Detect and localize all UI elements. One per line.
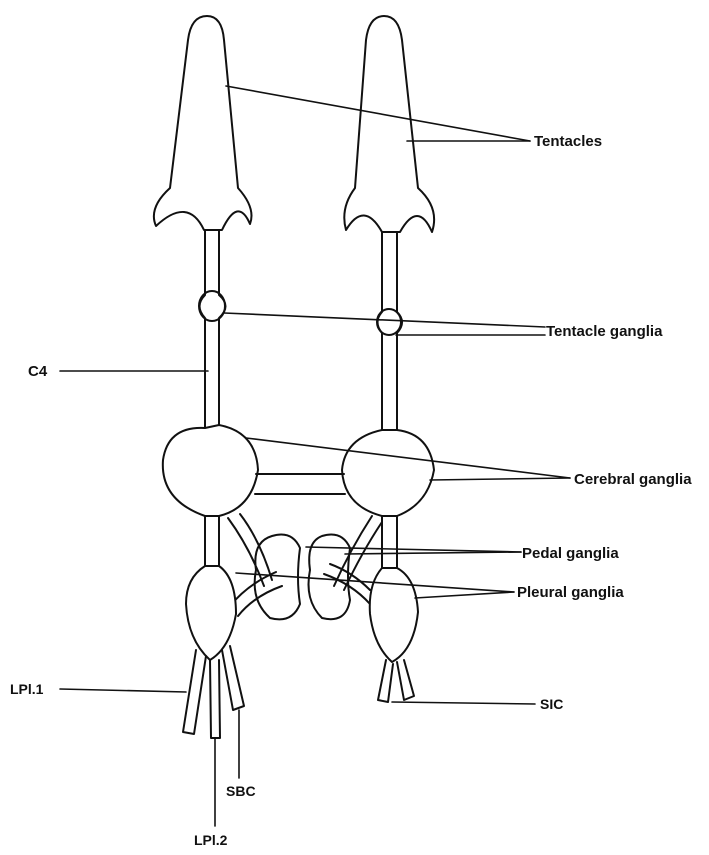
right-outgoing-nerves (378, 660, 414, 702)
left-outgoing-nerves (183, 646, 244, 738)
pedal-connectives (228, 514, 382, 616)
right-lower-connective (382, 516, 397, 568)
right-cerebral-ganglion (342, 430, 434, 516)
label-pleural-ganglia: Pleural ganglia (517, 584, 624, 601)
label-lpl2: LPl.2 (194, 832, 228, 848)
left-cerebral-ganglion (163, 425, 258, 516)
label-sbc: SBC (226, 783, 256, 799)
label-tentacles: Tentacles (534, 133, 602, 150)
label-c4: C4 (28, 363, 48, 380)
leader-lines (60, 86, 570, 826)
label-cerebral-ganglia: Cerebral ganglia (574, 471, 692, 488)
cerebral-commissure (255, 474, 345, 494)
label-pedal-ganglia: Pedal ganglia (522, 545, 619, 562)
left-lower-connective (205, 516, 219, 566)
left-connective (200, 230, 226, 428)
label-sic: SIC (540, 696, 563, 712)
label-tentacle-ganglia: Tentacle ganglia (546, 323, 663, 340)
left-tentacle (154, 16, 252, 230)
left-pleural-ganglion (186, 566, 236, 660)
right-tentacle (344, 16, 434, 232)
label-lpl1: LPl.1 (10, 681, 44, 697)
right-tentacle-ganglion (377, 309, 401, 335)
left-tentacle-ganglion (199, 291, 225, 321)
